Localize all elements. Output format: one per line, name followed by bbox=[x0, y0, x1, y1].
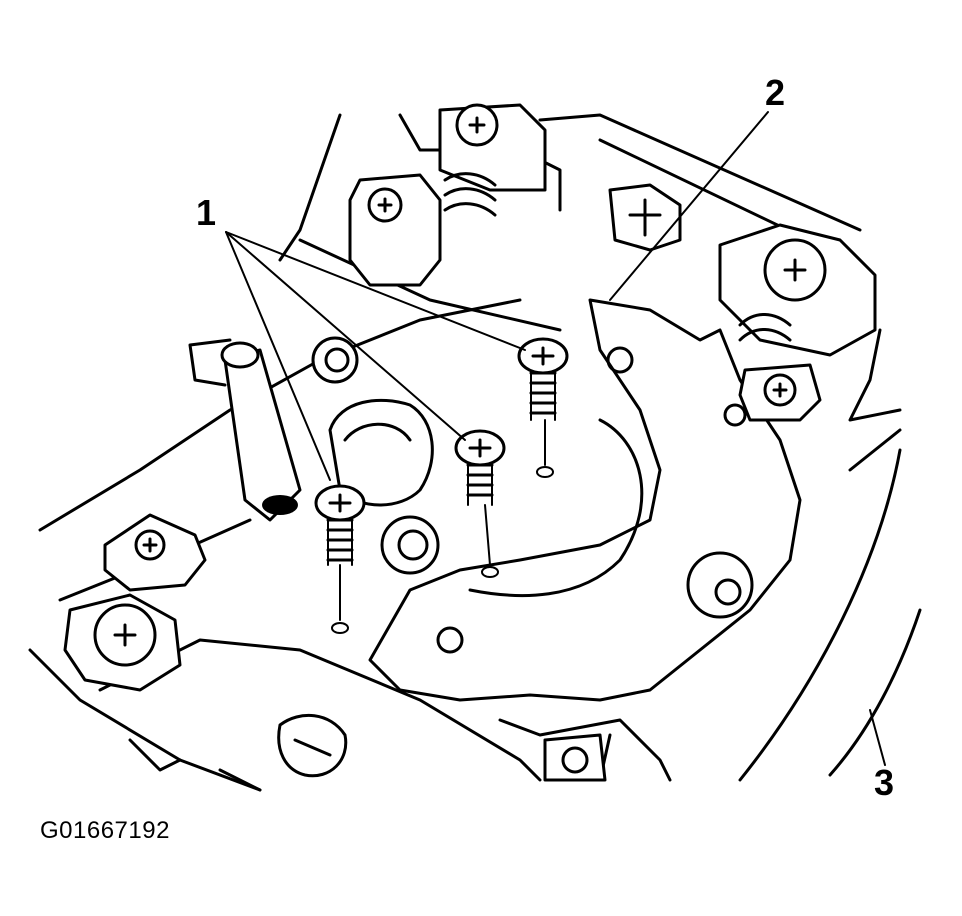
callout-1-label: 1 bbox=[196, 192, 216, 233]
screws bbox=[314, 337, 569, 634]
upper-switch-assembly bbox=[348, 103, 877, 422]
screw-middle bbox=[454, 429, 506, 578]
contact-plate bbox=[368, 298, 802, 702]
figure-id: G01667192 bbox=[40, 817, 170, 844]
lower-switch-assembly bbox=[63, 513, 607, 782]
housing-outline bbox=[28, 113, 922, 792]
pivot-pin bbox=[188, 338, 302, 522]
callout-2-label: 2 bbox=[765, 72, 785, 113]
screw-left bbox=[314, 484, 366, 634]
screw-right bbox=[517, 337, 569, 478]
leader-lines bbox=[225, 111, 886, 766]
callout-3-label: 3 bbox=[874, 762, 894, 803]
column-opening bbox=[311, 336, 440, 575]
